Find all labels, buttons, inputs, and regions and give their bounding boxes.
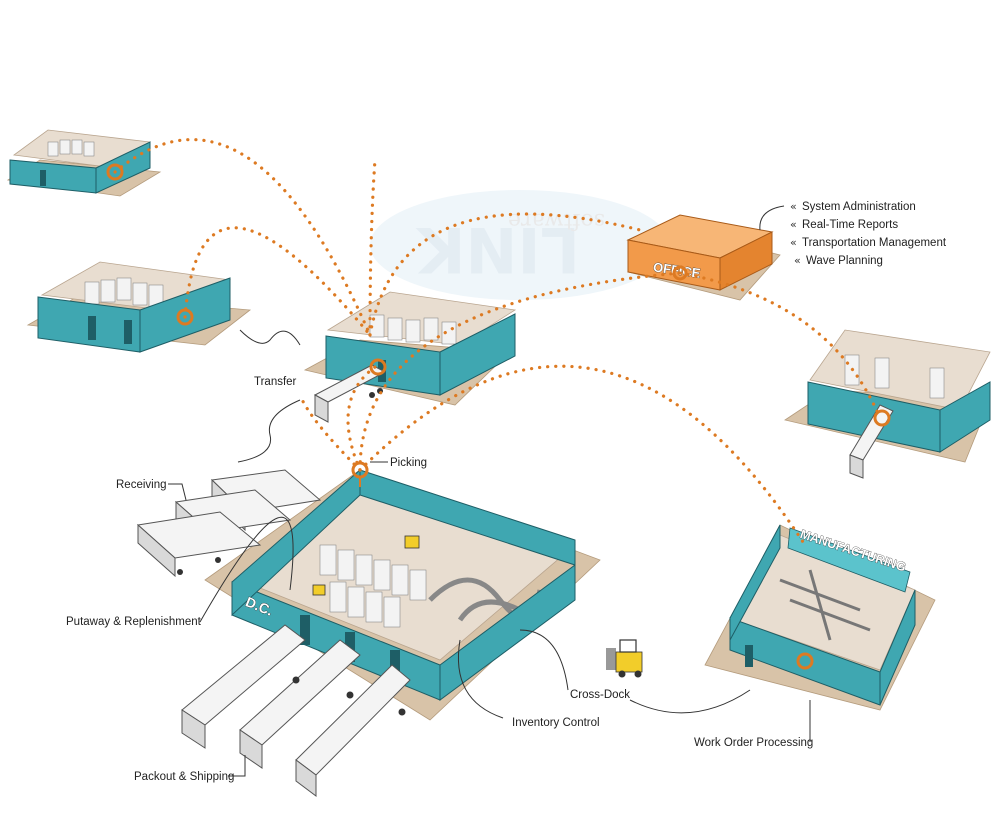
warehouse-right <box>784 329 991 479</box>
feature-real-time-reports: Real-Time Reports <box>802 219 898 231</box>
forklift-icon <box>606 639 643 678</box>
bullet-glyph: « <box>790 236 797 249</box>
feature-transportation-management: Transportation Management <box>802 237 947 249</box>
office-feature-list: « System Administration « Real-Time Repo… <box>790 200 947 267</box>
label-cross-dock: Cross-Dock <box>570 689 630 701</box>
warehouse-transfer <box>303 291 517 423</box>
callout-connectors <box>168 205 811 777</box>
bullet-glyph: « <box>790 200 797 213</box>
label-picking: Picking <box>390 457 427 469</box>
feature-system-administration: System Administration <box>802 201 916 213</box>
watermark: LINK software <box>370 190 670 300</box>
feature-wave-planning: Wave Planning <box>806 255 883 267</box>
label-work-order-processing: Work Order Processing <box>694 737 813 749</box>
location-markers <box>106 163 891 670</box>
label-putaway-replenishment: Putaway & Replenishment <box>66 616 202 628</box>
receiving-trailers <box>136 469 322 578</box>
warehouse-left <box>26 261 252 353</box>
network-connections <box>113 137 882 547</box>
watermark-tagline: software <box>508 208 605 233</box>
manufacturing-building: MANUFACTURING <box>704 524 936 711</box>
label-transfer: Transfer <box>254 376 297 388</box>
bullet-glyph: « <box>790 218 797 231</box>
warehouse-top-left <box>6 129 162 197</box>
bullet-glyph: « <box>794 254 801 267</box>
watermark-logo: LINK <box>416 213 580 286</box>
distribution-center: D.C. <box>204 468 601 721</box>
label-receiving: Receiving <box>116 479 167 491</box>
label-packout-shipping: Packout & Shipping <box>134 771 234 783</box>
office-building: OFFICE <box>626 214 781 301</box>
label-inventory-control: Inventory Control <box>512 717 600 729</box>
shipping-trailers <box>181 624 411 797</box>
